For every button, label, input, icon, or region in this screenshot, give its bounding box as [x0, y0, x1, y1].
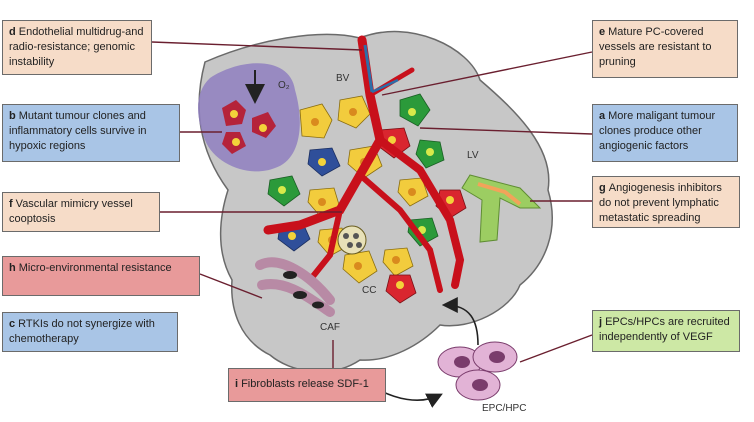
- label-cc: CC: [362, 285, 377, 296]
- callout-c-letter: c: [9, 318, 16, 330]
- label-epc-hpc: EPC/HPC: [482, 403, 527, 414]
- callout-a-text: More maligant tumour clones produce othe…: [599, 110, 716, 152]
- callout-e-text: Mature PC-covered vessels are resistant …: [599, 26, 712, 68]
- callout-e-letter: e: [599, 26, 606, 38]
- blood-vessel: [263, 35, 465, 293]
- label-caf: CAF: [320, 322, 340, 333]
- callout-g-letter: g: [599, 182, 606, 194]
- callout-b-text: Mutant tumour clones and inflammatory ce…: [9, 110, 147, 152]
- central-cell-cluster: [337, 225, 367, 255]
- callout-f-letter: f: [9, 198, 13, 210]
- callout-j-text: EPCs/HPCs are recruited independently of…: [599, 316, 730, 343]
- hypoxic-cells: [222, 100, 276, 154]
- callout-h-letter: h: [9, 262, 16, 274]
- callout-i-letter: i: [235, 378, 239, 390]
- callout-a-letter: a: [599, 110, 606, 122]
- caf-fibroblasts: [255, 257, 335, 317]
- epc-recruitment-arrow: [441, 297, 479, 346]
- callout-g-text: Angiogenesis inhibitors do not prevent l…: [599, 182, 722, 224]
- callout-d-text: Endothelial multidrug-and radio-resistan…: [9, 26, 144, 68]
- callout-h-text: Micro-environmental resistance: [18, 262, 172, 274]
- callout-i-text: Fibroblasts release SDF-1: [241, 378, 369, 390]
- label-lv: LV: [467, 150, 479, 161]
- callout-b-letter: b: [9, 110, 16, 122]
- label-bv: BV: [336, 73, 350, 84]
- callout-c-text: RTKIs do not synergize with chemotherapy: [9, 318, 155, 345]
- callout-d-letter: d: [9, 26, 16, 38]
- lymphatic-vessel: [461, 174, 542, 243]
- connector-lines: [151, 41, 593, 368]
- label-o2: O₂: [278, 80, 290, 91]
- callout-f-text: Vascular mimicry vessel cooptosis: [9, 198, 133, 225]
- callout-j-letter: j: [599, 316, 603, 328]
- epc-hpc-cells: [437, 341, 518, 401]
